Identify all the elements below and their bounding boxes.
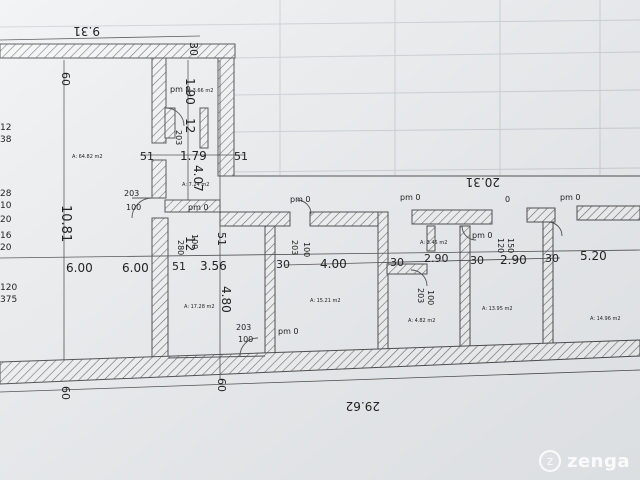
area-room-bath: A: 4.82 m2 [408, 318, 435, 324]
dim-51-b: 51 [234, 150, 248, 163]
dim-51-c: 51 [215, 232, 228, 246]
margin-num: 20 [0, 215, 12, 225]
dim-12: 12 [183, 118, 197, 133]
margin-num: 10 [0, 201, 12, 211]
door-150: 150 [506, 238, 515, 253]
dim-179: 1.79 [180, 149, 207, 163]
door-100-e: 100 [426, 290, 435, 305]
pm0-c: pm 0 [278, 327, 299, 336]
door-203-c: 203 [236, 323, 251, 332]
area-labels: A: 64.82 m2 A: 7.24 m2 A: 3.66 m2 A: 17.… [72, 88, 621, 324]
pm0-d: pm 0 [290, 195, 311, 204]
margin-num: 28 [0, 189, 12, 199]
door-100-a: 100 [126, 203, 141, 212]
door-280: 280 [176, 240, 185, 255]
pm0-f: pm 0 [472, 231, 493, 240]
zenga-logo-icon: z [538, 450, 561, 472]
dim-2031: 20.31 [466, 175, 500, 189]
margin-num: 120 [0, 283, 17, 293]
margin-num: 375 [0, 295, 17, 305]
door-203-d: 203 [290, 240, 299, 255]
dim-60-bottom-left: 60 [59, 386, 72, 400]
dim-60-top: 60 [59, 72, 72, 86]
margin-num: 20 [0, 243, 12, 253]
dim-51-a: 51 [140, 150, 154, 163]
dim-30-c: 30 [470, 254, 484, 267]
watermark-brand: zenga [566, 450, 630, 472]
door-120: 120 [496, 238, 505, 253]
door-203-e: 203 [416, 288, 425, 303]
dim-12-b: 12 [183, 236, 197, 251]
margin-num: 16 [0, 231, 12, 241]
dim-30-b: 30 [390, 256, 404, 269]
door-100-d: 100 [302, 242, 311, 257]
door-100-c: 100 [190, 234, 199, 249]
dim-51-d: 51 [172, 260, 186, 273]
door-203-b: 203 [174, 130, 183, 145]
margin-num: 38 [0, 135, 12, 145]
zenga-watermark: z zenga [538, 450, 630, 472]
area-room-center: A: 15.21 m2 [310, 298, 341, 304]
dim-400: 4.00 [320, 257, 347, 271]
dim-600-b: 6.00 [122, 261, 149, 275]
dim-190: 1.90 [183, 78, 197, 105]
area-room-wc: A: 3.45 m2 [420, 240, 447, 246]
dim-1081: 10.81 [58, 205, 73, 242]
dim-60-bottom-right: 60 [215, 378, 228, 392]
dim-480: 4.80 [219, 286, 233, 313]
dim-290-a: 2.90 [424, 252, 449, 265]
area-room-small-top: A: 3.66 m2 [186, 88, 213, 94]
pm0-e: pm 0 [400, 193, 421, 202]
dim-total-top: 9.31 [73, 24, 100, 38]
area-room-mid: A: 17.28 m2 [184, 304, 215, 310]
margin-num: 12 [0, 123, 11, 133]
area-room-r2: A: 14.96 m2 [590, 316, 621, 322]
door-100-b: 100 [238, 335, 253, 344]
dim-356: 3.56 [200, 259, 227, 273]
dimension-labels: 9.31 30 60 1.90 12 51 1.79 51 4.07 10.81… [58, 24, 607, 413]
dim-520: 5.20 [580, 249, 607, 263]
pm0-g: pm 0 [560, 193, 581, 202]
dim-wall-30: 30 [187, 42, 200, 56]
area-room-hall: A: 7.24 m2 [182, 182, 209, 188]
dim-600-a: 6.00 [66, 261, 93, 275]
dim-30-a: 30 [276, 258, 290, 271]
dim-total-bottom: 29.62 [346, 399, 380, 413]
dim-407: 4.07 [191, 165, 205, 192]
area-room-r1: A: 13.95 m2 [482, 306, 513, 312]
left-margin-numbers: 38 12 28 10 20 16 20 375 120 [0, 123, 17, 305]
door-labels: 203 100 203 203 100 280 100 203 100 203 … [124, 85, 581, 344]
area-room-big: A: 64.82 m2 [72, 154, 103, 160]
dim-290-b: 2.90 [500, 253, 527, 267]
door-0: 0 [505, 195, 510, 204]
pm0-a: pm 0 [170, 85, 191, 94]
pm0-b: pm 0 [188, 203, 209, 212]
door-203-a: 203 [124, 189, 139, 198]
dim-30-d: 30 [545, 252, 559, 265]
